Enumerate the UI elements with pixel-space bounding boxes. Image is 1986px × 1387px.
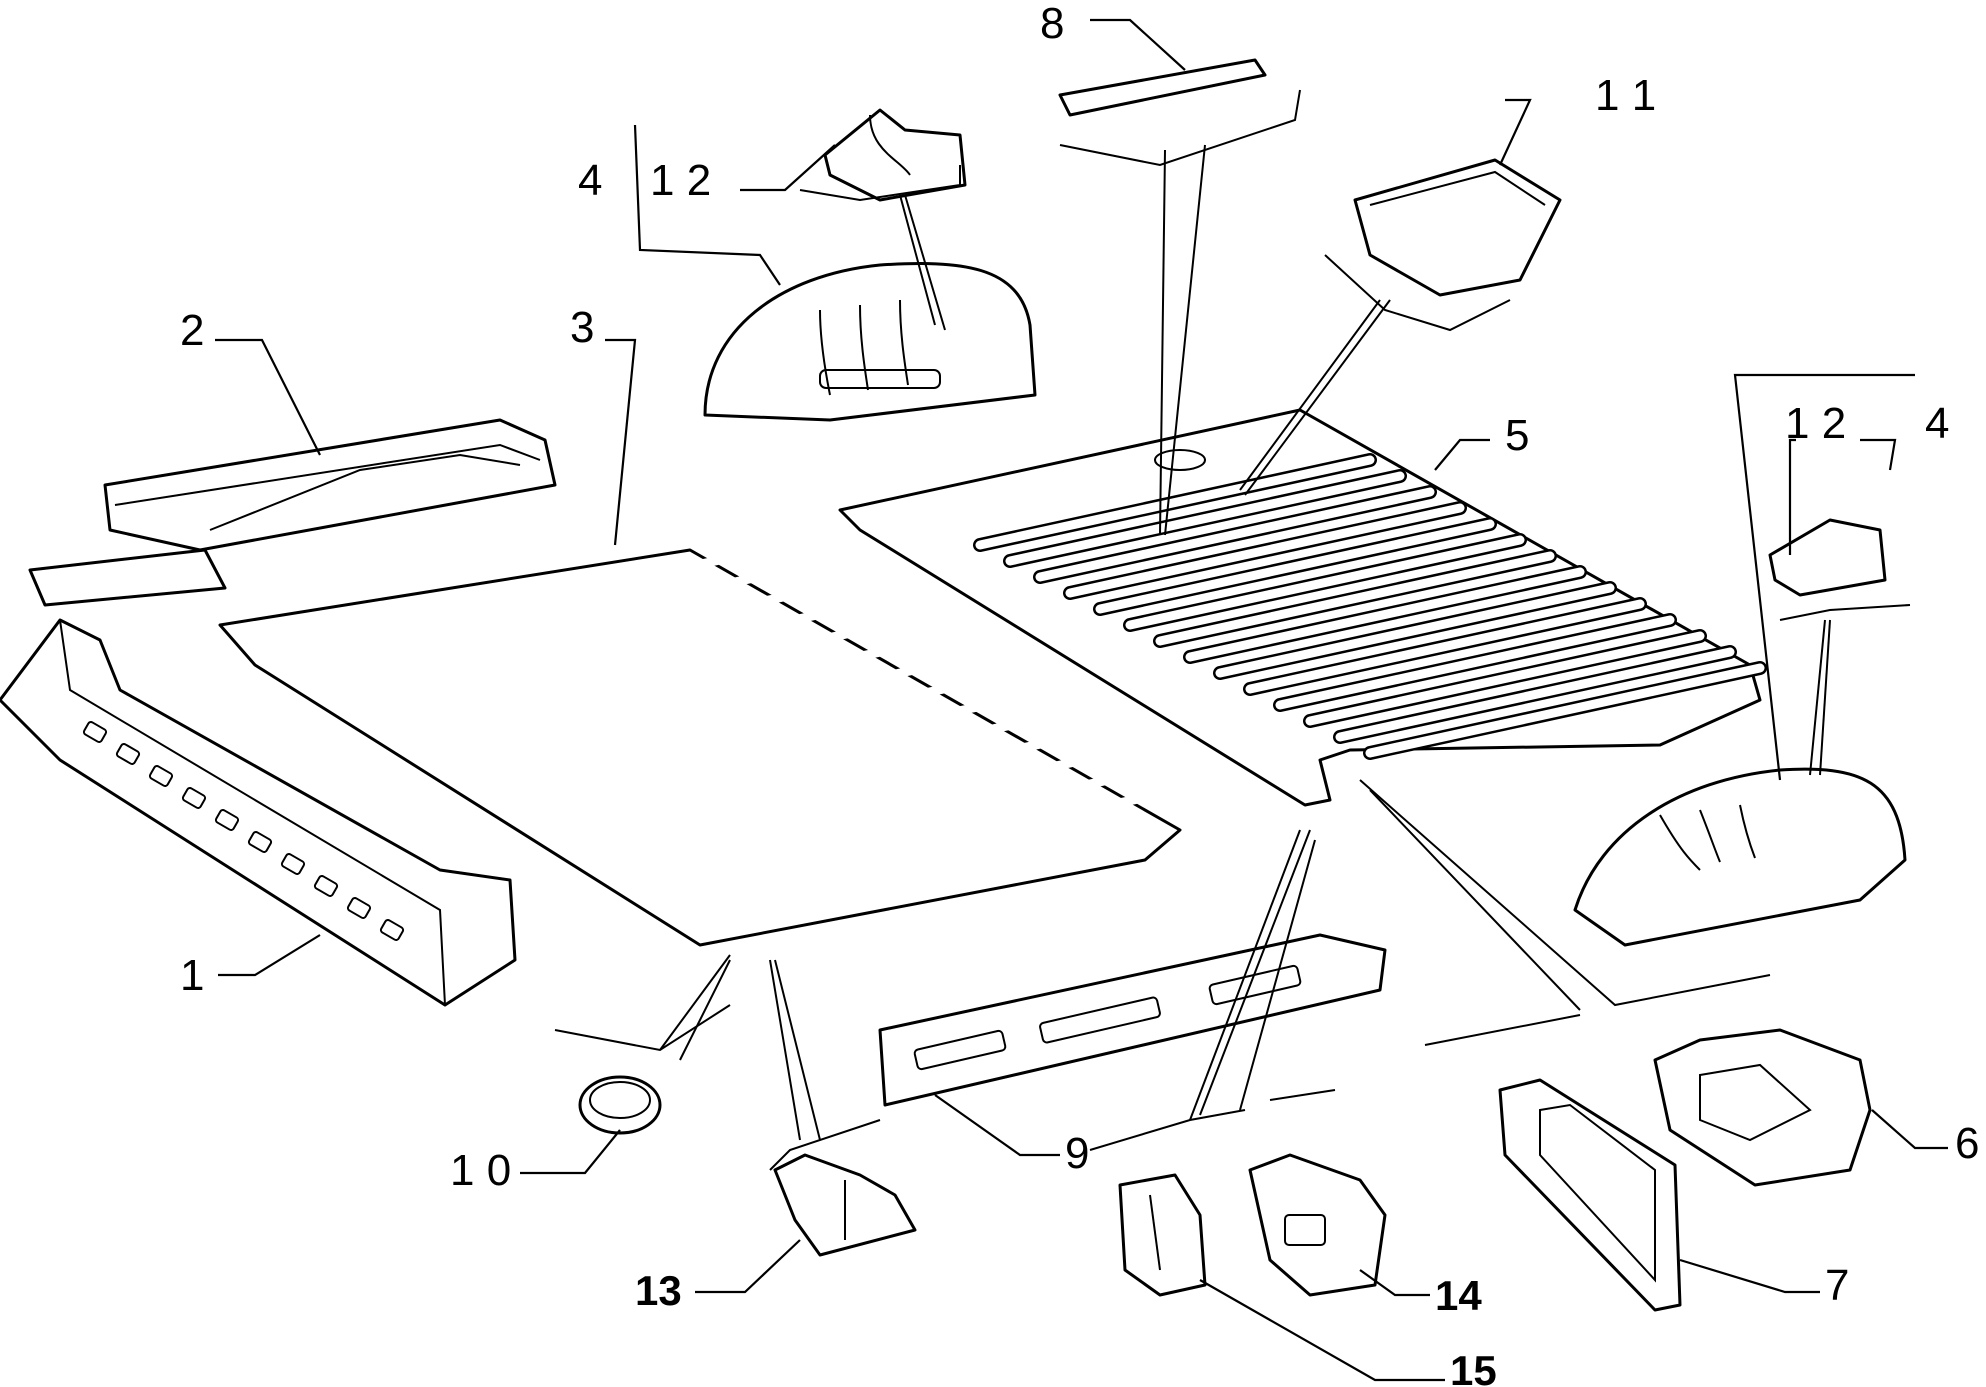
floor-rib-inner xyxy=(659,753,1099,853)
floor-rib-inner xyxy=(591,717,1031,817)
callout-2: 2 xyxy=(180,306,204,355)
part-4-wheel-arch-left xyxy=(703,262,1037,422)
floor-rib-inner xyxy=(1305,631,1705,726)
slot xyxy=(280,853,306,875)
slot xyxy=(346,897,372,919)
callout-12-right: 1 2 xyxy=(1785,399,1846,448)
slot xyxy=(247,831,273,853)
floor-rib-inner xyxy=(1245,599,1645,694)
floor-rib-inner xyxy=(557,699,997,799)
floor-rib-inner xyxy=(975,455,1375,550)
callout-10: 1 0 xyxy=(450,1146,511,1195)
callout-15: 15 xyxy=(1450,1347,1497,1387)
slot xyxy=(181,787,207,809)
callout-11: 1 1 xyxy=(1595,71,1656,120)
floor-rib-inner xyxy=(1065,503,1465,598)
part-8-strip xyxy=(1058,58,1267,117)
part-14-bracket xyxy=(1248,1153,1387,1297)
slot xyxy=(214,809,240,831)
part-11-tray xyxy=(1353,158,1562,297)
floor-rib-inner xyxy=(693,771,1133,871)
floor-rib-inner xyxy=(625,735,1065,835)
floor-rib-inner xyxy=(455,645,895,745)
part-6-bracket xyxy=(1653,1028,1872,1187)
floor-rib-inner xyxy=(727,789,1167,889)
floor-rib-inner xyxy=(523,681,963,781)
slot xyxy=(82,721,108,743)
part-9-cross-member xyxy=(878,933,1387,1107)
floor-rib-inner xyxy=(1125,535,1525,630)
part-7-plate xyxy=(1498,1078,1682,1312)
callout-12-left: 1 2 xyxy=(650,156,711,205)
part-1-slots xyxy=(82,721,405,941)
callout-4-right: 4 xyxy=(1925,399,1949,448)
floor-rib-inner xyxy=(489,663,929,763)
callout-5: 5 xyxy=(1505,411,1529,460)
callout-14: 14 xyxy=(1435,1272,1482,1319)
floor-rib-inner xyxy=(1005,471,1405,566)
part-15-clip xyxy=(1118,1173,1207,1297)
slot xyxy=(379,919,405,941)
part-12-bracket-right xyxy=(1768,518,1887,597)
callout-6: 6 xyxy=(1955,1119,1979,1168)
part-12-bracket-left xyxy=(823,108,967,202)
part-1-cross-member xyxy=(0,618,517,1007)
part-10-plug xyxy=(578,1075,662,1135)
callout-4-left: 4 xyxy=(578,156,602,205)
floor-rib-inner xyxy=(387,609,827,709)
floor-rib-inner xyxy=(1275,615,1675,710)
callout-labels: 1 2 3 4 1 2 8 1 1 5 1 2 4 6 7 9 1 0 13 1… xyxy=(180,0,1979,1387)
part-3-ribs xyxy=(285,555,1167,889)
callout-3: 3 xyxy=(570,303,594,352)
floor-rib-inner xyxy=(1155,551,1555,646)
floor-rib-inner xyxy=(1215,583,1615,678)
slot xyxy=(115,743,141,765)
leader-lines xyxy=(215,18,1948,1382)
callout-7: 7 xyxy=(1825,1261,1849,1310)
floor-rib-inner xyxy=(1035,487,1435,582)
part-13-bracket xyxy=(773,1153,917,1257)
slot xyxy=(313,875,339,897)
part-3-floor-panel xyxy=(218,548,1182,947)
floor-rib-inner xyxy=(285,555,725,655)
floor-rib-inner xyxy=(1335,647,1735,742)
part-2-side-member xyxy=(28,418,557,607)
floor-rib-inner xyxy=(421,627,861,727)
guide-lines xyxy=(554,89,1911,1171)
floor-rib-inner xyxy=(1095,519,1495,614)
callout-1: 1 xyxy=(180,951,204,1000)
floor-rib-inner xyxy=(1185,567,1585,662)
floor-rib-inner xyxy=(353,591,793,691)
part-4-wheel-arch-right xyxy=(1573,767,1907,947)
floor-rib-inner xyxy=(1365,663,1765,758)
slot xyxy=(148,765,174,787)
floor-rib-inner xyxy=(319,573,759,673)
callout-13: 13 xyxy=(635,1267,682,1314)
part-5-floor-panel xyxy=(838,408,1767,807)
part-5-ribs xyxy=(973,453,1767,760)
callout-8: 8 xyxy=(1040,0,1064,48)
callout-9: 9 xyxy=(1065,1129,1089,1178)
